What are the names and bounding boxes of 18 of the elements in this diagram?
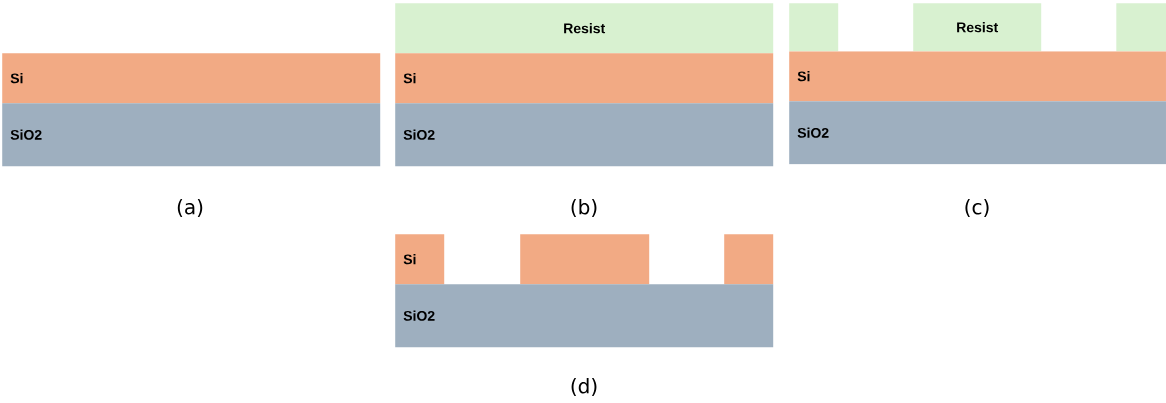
- silicon-block: [724, 234, 774, 285]
- resist-block: [789, 3, 839, 52]
- oxide-layer: SiO2: [2, 103, 381, 167]
- resist-layer: Resist: [395, 3, 774, 54]
- silicon-layer: Si: [395, 53, 774, 104]
- oxide-layer: SiO2: [395, 284, 774, 348]
- silicon-block: [520, 234, 650, 285]
- panel-label: (a): [177, 199, 203, 217]
- panel-label: (c): [965, 199, 989, 217]
- silicon-block: Si: [395, 234, 445, 285]
- resist-block: Resist: [913, 3, 1042, 52]
- silicon-layer: Si: [789, 51, 1166, 102]
- panel-label: (b): [571, 199, 597, 217]
- panel-label: (d): [571, 378, 597, 396]
- silicon-layer: Si: [2, 53, 381, 104]
- oxide-layer: SiO2: [789, 101, 1166, 165]
- resist-block: [1116, 3, 1166, 52]
- oxide-layer: SiO2: [395, 103, 774, 167]
